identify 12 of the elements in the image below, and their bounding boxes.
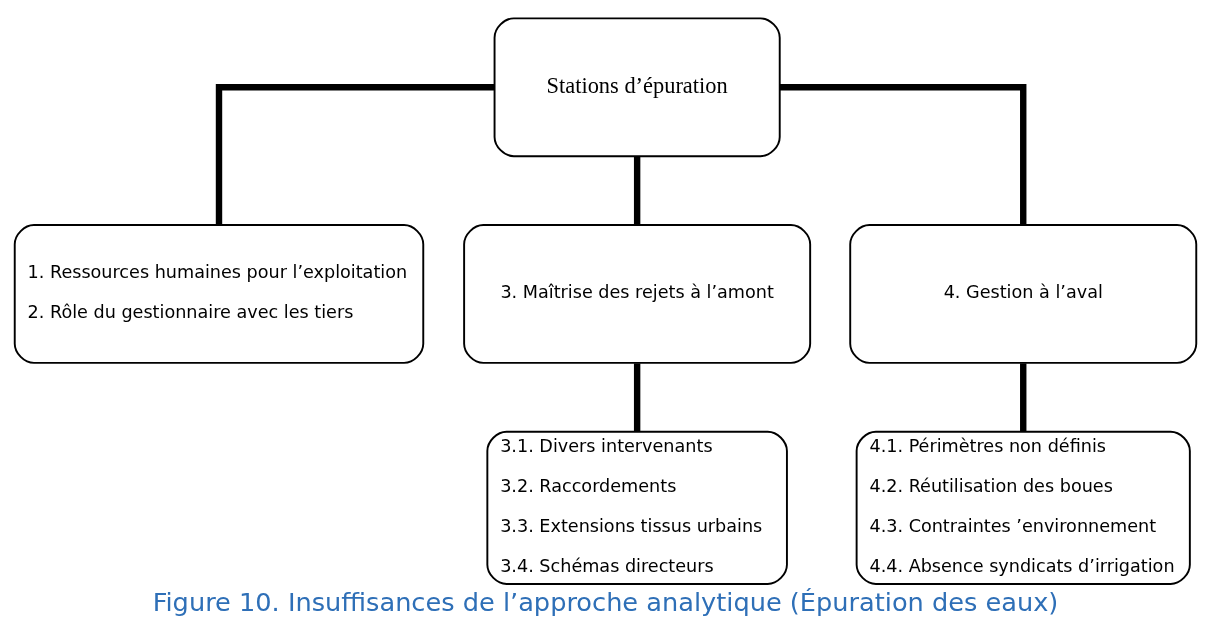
caption: Figure 10. Insuffisances de l’approche analytique (Épuration des eaux) <box>152 586 1059 617</box>
connector <box>1020 363 1027 432</box>
connector <box>215 84 495 225</box>
node-box: Stations d’épuration <box>493 17 781 158</box>
node-box: 4. Gestion à l’aval <box>849 224 1198 364</box>
connector <box>633 363 641 432</box>
connector <box>633 156 641 225</box>
node-box: 3. Maîtrise des rejets à l’amont <box>463 224 812 364</box>
node-box: 1. Ressources humaines pour l’exploitation 2. Rôle du gestionnaire avec les tiers <box>13 224 425 364</box>
node-box: 4.1. Périmètres non définis 4.2. Réutilisation des boues 4.3. Contraintes ’environnement 4.4. Absence syndicats d’irrigation <box>855 430 1191 585</box>
connector <box>779 84 1027 225</box>
node-box: 3.1. Divers intervenants 3.2. Raccordements 3.3. Extensions tissus urbains 3.4. Schémas directeurs <box>486 430 788 585</box>
